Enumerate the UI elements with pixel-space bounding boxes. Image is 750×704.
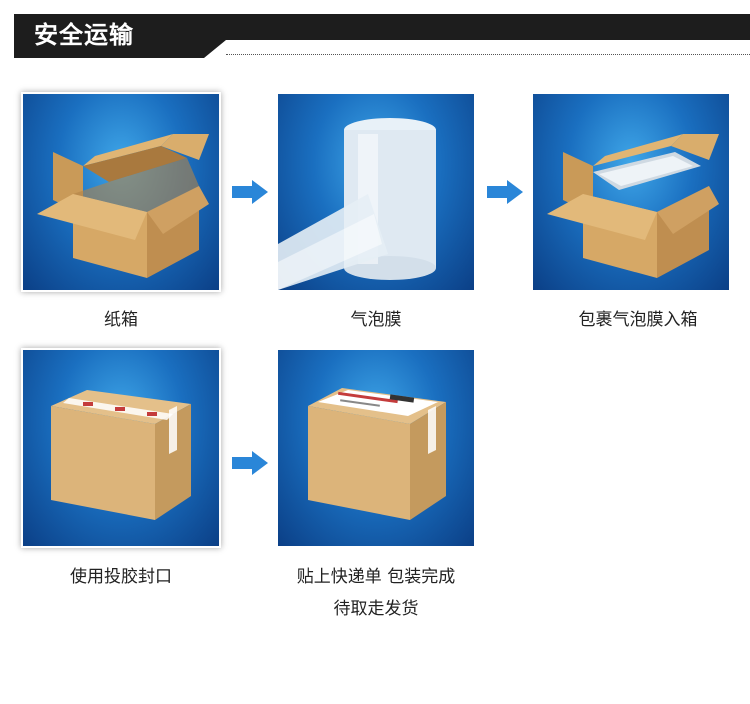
arrow-right-icon [232, 451, 268, 475]
step-caption-labeled-box-line2: 待取走发货 [333, 599, 419, 619]
step-caption-bubble-wrap: 气泡膜 [350, 310, 402, 330]
section-header: 安全运输 [14, 14, 750, 58]
arrow-right-icon [487, 180, 523, 204]
page-title: 安全运输 [34, 21, 134, 49]
step-image-bubble-wrap [278, 94, 474, 290]
step-image-labeled-box [278, 350, 474, 546]
step-image-packed-box [533, 94, 729, 290]
step-caption-carton: 纸箱 [104, 310, 138, 330]
arrow-right-icon [232, 180, 268, 204]
step-image-sealed-box [23, 350, 219, 546]
step-caption-sealed-box: 使用投胶封口 [70, 567, 172, 587]
step-caption-labeled-box-line1: 贴上快递单 包装完成 [296, 567, 456, 587]
header-tab [14, 14, 226, 58]
step-caption-packed-box: 包裹气泡膜入箱 [578, 310, 698, 330]
header-divider [226, 54, 750, 55]
step-image-carton [23, 94, 219, 290]
